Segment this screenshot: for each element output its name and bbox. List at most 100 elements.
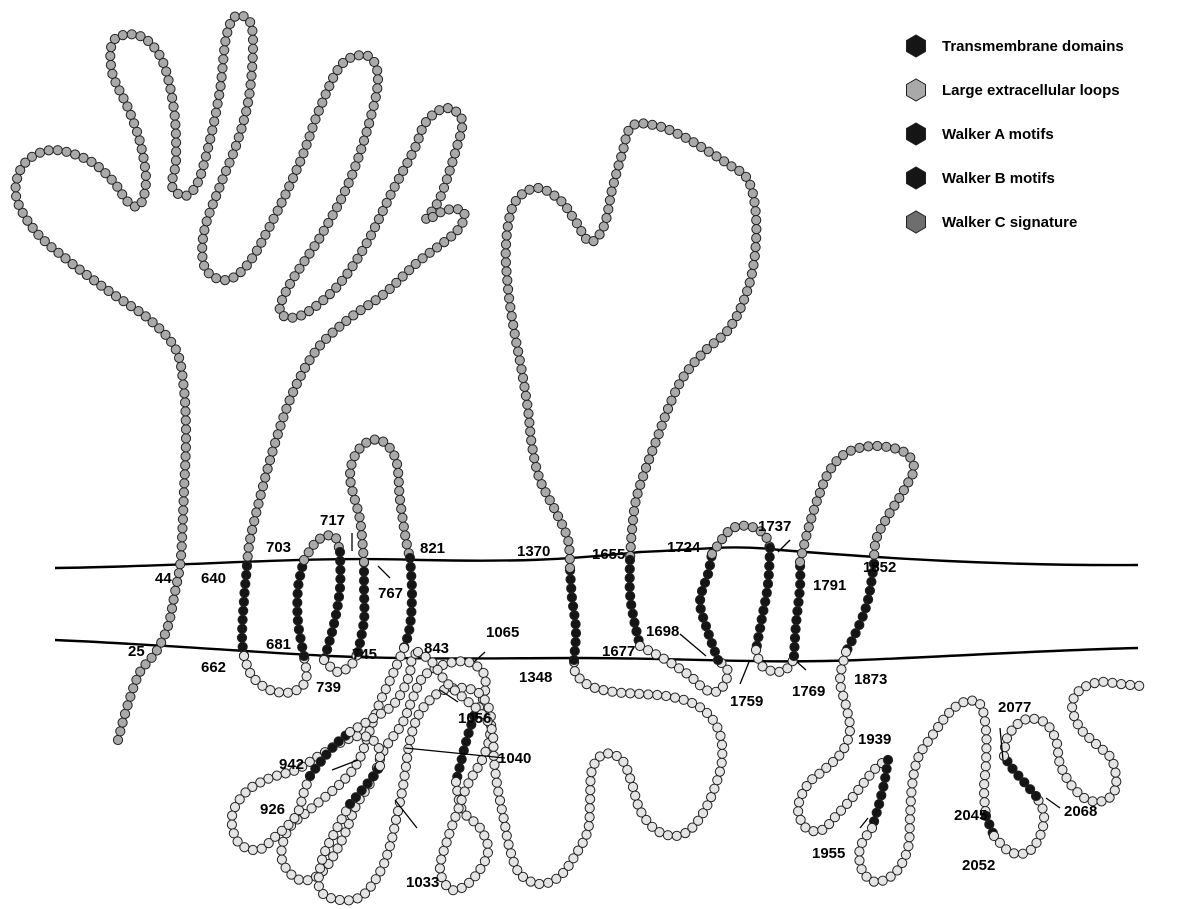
residue-bead: [631, 498, 640, 507]
residue-bead: [246, 534, 255, 543]
residue-bead: [688, 698, 697, 707]
residue-bead: [395, 486, 404, 495]
residue-bead: [703, 686, 712, 695]
chain-segment-tm: [625, 555, 643, 644]
residue-bead: [483, 839, 492, 848]
residue-bead: [167, 604, 176, 613]
residue-bead: [796, 571, 805, 580]
residue-label-1655: 1655: [592, 546, 625, 563]
residue-bead: [179, 506, 188, 515]
chain-segment-wk: [305, 731, 350, 781]
residue-bead: [181, 398, 190, 407]
residue-bead: [609, 178, 618, 187]
residue-bead: [905, 815, 914, 824]
residue-bead: [408, 727, 417, 736]
residue-bead: [751, 645, 760, 654]
residue-bead: [335, 895, 344, 904]
residue-bead: [716, 731, 725, 740]
residue-bead: [1126, 680, 1135, 689]
residue-bead: [501, 258, 510, 267]
residue-bead: [402, 540, 411, 549]
residue-bead: [653, 690, 662, 699]
residue-bead: [517, 365, 526, 374]
arrow-1769: [797, 662, 806, 670]
residue-bead: [722, 674, 731, 683]
residue-bead: [512, 338, 521, 347]
residue-bead: [796, 580, 805, 589]
chain-segment-int: [989, 796, 1048, 858]
residue-bead: [707, 639, 716, 648]
residue-bead: [373, 75, 382, 84]
residue-bead: [248, 35, 257, 44]
residue-bead: [358, 540, 367, 549]
residue-bead: [126, 110, 135, 119]
residue-bead: [697, 587, 706, 596]
residue-bead: [520, 382, 529, 391]
arrow-767: [378, 566, 390, 578]
residue-bead: [198, 234, 207, 243]
residue-bead: [762, 588, 771, 597]
residue-bead: [178, 371, 187, 380]
residue-label-739: 739: [316, 679, 341, 696]
residue-bead: [507, 312, 516, 321]
residue-bead: [626, 591, 635, 600]
residue-bead: [397, 789, 406, 798]
residue-bead: [841, 700, 850, 709]
residue-bead: [177, 551, 186, 560]
residue-bead: [407, 580, 416, 589]
residue-bead: [293, 598, 302, 607]
residue-bead: [228, 811, 237, 820]
residue-bead: [501, 249, 510, 258]
residue-bead: [248, 53, 257, 62]
residue-bead: [789, 651, 798, 660]
residue-bead: [336, 565, 345, 574]
residue-bead: [882, 764, 891, 773]
residue-bead: [308, 123, 317, 132]
residue-bead: [791, 624, 800, 633]
residue-bead: [836, 683, 845, 692]
residue-bead: [168, 93, 177, 102]
residue-bead: [752, 216, 761, 225]
residue-bead: [1117, 680, 1126, 689]
residue-bead: [696, 595, 705, 604]
residue-bead: [172, 138, 181, 147]
residue-bead: [612, 170, 621, 179]
residue-bead: [407, 571, 416, 580]
residue-bead: [759, 606, 768, 615]
residue-bead: [336, 556, 345, 565]
residue-bead: [979, 708, 988, 717]
residue-bead: [206, 134, 215, 143]
residue-bead: [494, 787, 503, 796]
residue-label-2045: 2045: [954, 807, 987, 824]
residue-bead: [879, 782, 888, 791]
residue-bead: [359, 136, 368, 145]
residue-bead: [1110, 786, 1119, 795]
legend-hexagon-icon: [907, 79, 926, 101]
residue-bead: [399, 780, 408, 789]
residue-label-1065: 1065: [486, 624, 519, 641]
residue-bead: [525, 418, 534, 427]
residue-bead: [483, 848, 492, 857]
residue-bead: [959, 698, 968, 707]
residue-bead: [901, 850, 910, 859]
residue-bead: [243, 552, 252, 561]
residue-bead: [528, 445, 537, 454]
residue-bead: [347, 460, 356, 469]
residue-bead: [332, 534, 341, 543]
residue-bead: [464, 729, 473, 738]
residue-bead: [448, 158, 457, 167]
residue-bead: [336, 574, 345, 583]
residue-bead: [875, 800, 884, 809]
residue-label-1677: 1677: [602, 643, 635, 660]
residue-bead: [710, 784, 719, 793]
residue-bead: [492, 778, 501, 787]
residue-bead: [137, 198, 146, 207]
residue-bead: [812, 497, 821, 506]
residue-bead: [604, 749, 613, 758]
residue-bead: [180, 479, 189, 488]
residue-bead: [1021, 715, 1030, 724]
residue-bead: [296, 634, 305, 643]
residue-bead: [602, 213, 611, 222]
residue-bead: [454, 804, 463, 813]
